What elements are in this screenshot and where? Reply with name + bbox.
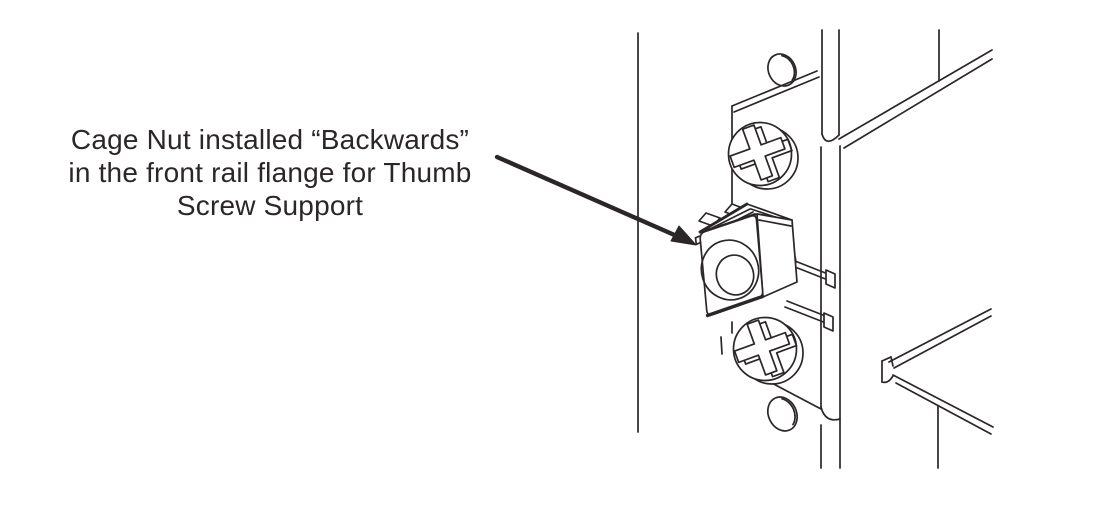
bottom-phillips-screw — [732, 316, 804, 385]
callout-arrow — [494, 154, 697, 246]
cage-nut-clip-arms — [784, 260, 836, 332]
top-phillips-screw — [727, 121, 799, 190]
cage-nut-hole-outer — [700, 239, 760, 301]
cage-nut-notch — [694, 235, 702, 246]
callout-line-2: in the front rail flange for Thumb — [68, 157, 472, 188]
callout-line-3: Screw Support — [176, 190, 364, 221]
callout-arrowhead — [670, 225, 697, 246]
flange-plate — [731, 70, 822, 410]
cage-nut — [694, 202, 836, 355]
cage-nut-lower-tab — [720, 336, 723, 355]
callout-line-1: Cage Nut installed “Backwards” — [70, 124, 470, 155]
callout-label: Cage Nut installed “Backwards” in the fr… — [22, 123, 518, 222]
side-wall — [838, 29, 993, 149]
top-rack-hole — [767, 53, 797, 87]
cage-nut-hole-inner — [715, 254, 755, 296]
support-rail — [881, 308, 994, 469]
bottom-rack-hole — [766, 396, 799, 432]
